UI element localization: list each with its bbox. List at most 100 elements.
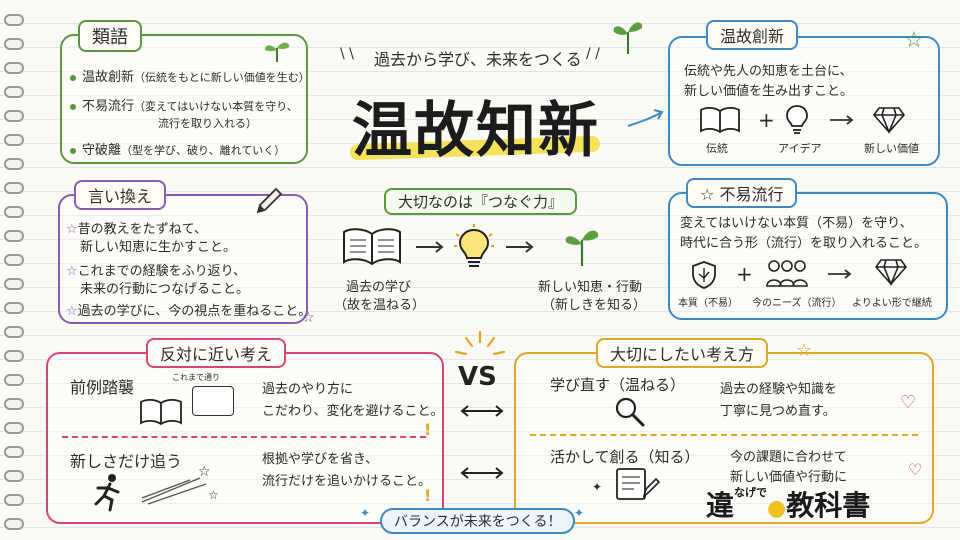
plus-icon: + — [758, 108, 775, 132]
arrow-right-icon — [830, 115, 854, 125]
running-person-icon — [94, 474, 120, 512]
past-label-sub: （故を温ねる） — [334, 298, 426, 313]
star-icon: ☆ — [302, 310, 315, 326]
opposite-panel — [46, 352, 444, 524]
fueki-panel — [668, 192, 948, 320]
arrow-to-panel-icon — [627, 109, 664, 127]
label-idea: アイデア — [778, 142, 822, 155]
lightbulb-icon — [454, 224, 494, 267]
heart-icon: ♡ — [908, 460, 923, 479]
tagline: 過去から学び、未来をつくる — [374, 50, 582, 69]
paraphrase-line-3: ☆過去の学びに、今の視点を重ねること。 — [66, 304, 312, 319]
onko-sousin-title: 温故創新 — [706, 20, 799, 50]
important-item-2-title: 活かして創る（知る） — [550, 448, 700, 466]
speech-bubble-text: これまで通り — [172, 373, 220, 382]
important-title: 大切にしたい考え方 — [596, 338, 769, 368]
vs-rays-icon — [454, 330, 506, 356]
opposite-item-1-desc-1: 過去のやり方に — [262, 382, 354, 397]
synonym-item-3: 守破離（型を学び、破り、離れていく） — [70, 139, 285, 158]
star-icon: ☆ — [904, 28, 924, 53]
sparkle-icon: ✦ — [592, 480, 603, 494]
important-item-1-desc-2: 丁寧に見つめ直す。 — [720, 404, 836, 419]
paraphrase-panel — [58, 194, 308, 324]
open-book-icon — [140, 398, 182, 426]
label-tradition: 伝統 — [706, 142, 728, 155]
exclamation-icon: ! — [424, 486, 432, 505]
label-new-value: 新しい価値 — [864, 142, 919, 155]
sprout-icon — [613, 22, 643, 54]
label-needs: 今のニーズ（流行） — [752, 298, 842, 309]
diamond-icon — [874, 259, 908, 287]
synonym-item-2-note: 流行を取り入れる） — [158, 117, 257, 130]
synonyms-title: 類語 — [78, 20, 142, 52]
sparkle-icon: ✦ — [574, 506, 585, 520]
future-label: 新しい知恵・行動 — [538, 280, 643, 295]
motion-lines-icon — [141, 477, 207, 505]
book-icon — [700, 106, 740, 134]
logo-part-2: なげで — [734, 486, 768, 499]
paraphrase-line-1: ☆昔の教えをたずねて、 — [66, 222, 208, 237]
lightbulb-icon — [786, 105, 808, 134]
arrow-right-icon — [506, 241, 534, 253]
star-icon: ☆ — [700, 185, 720, 204]
synonym-item-2: 不易流行（変えてはいけない本質を守り、 — [70, 95, 298, 114]
logo-part-3: 教科書 — [786, 489, 871, 522]
footer-banner: バランスが未来をつくる！ — [380, 508, 576, 534]
speech-bubble-icon — [192, 386, 234, 416]
fueki-desc-1: 変えてはいけない本質（不易）を守り、 — [680, 216, 913, 231]
important-item-2-desc-2: 新しい価値や行動に — [730, 470, 848, 485]
sparkle-icon: ✦ — [360, 506, 371, 520]
future-label-sub: （新しきを知る） — [542, 298, 647, 313]
paraphrase-line-2: ☆これまでの経験をふり返り、 — [66, 264, 247, 279]
paraphrase-line-2b: 未来の行動につなげること。 — [80, 282, 250, 297]
divider — [62, 436, 426, 438]
label-essence: 本質（不易） — [678, 298, 738, 309]
sprout-icon — [264, 42, 290, 62]
important-item-2-desc-1: 今の課題に合わせて — [730, 450, 848, 465]
people-icon — [766, 260, 808, 287]
arrow-right-icon — [828, 269, 852, 279]
important-panel — [514, 352, 934, 524]
important-item-1-desc-1: 過去の経験や知識を — [720, 382, 838, 397]
divider — [530, 434, 918, 436]
onko-sousin-desc-2: 新しい価値を生み出すこと。 — [684, 84, 854, 99]
onko-sousin-desc-1: 伝統や先人の知恵を土台に、 — [684, 64, 853, 79]
vs-label: VS — [458, 362, 497, 392]
tagline-accent: \ \ — [340, 46, 354, 62]
onko-sousin-panel — [668, 36, 940, 166]
notebook-rings — [4, 0, 26, 540]
sprout-icon — [565, 230, 599, 266]
star-icon: ☆ — [208, 488, 219, 502]
plus-icon: + — [736, 262, 753, 286]
notebook-pen-icon — [616, 468, 661, 500]
pencil-icon — [256, 187, 283, 214]
star-icon: ☆ — [198, 464, 211, 480]
synonym-item-1: 温故創新（伝統をもとに新しい価値を生む） — [70, 66, 310, 85]
arrow-right-icon — [416, 241, 444, 253]
exclamation-icon: ! — [424, 420, 432, 439]
important-item-1-title: 学び直す（温ねる） — [550, 376, 686, 394]
magnifier-icon — [615, 397, 645, 427]
past-label: 過去の学び — [346, 280, 412, 295]
fueki-desc-2: 時代に合う形（流行）を取り入れること。 — [680, 236, 928, 251]
lightbulb-icon: ● — [767, 496, 787, 521]
label-continue: よりよい形で継続 — [852, 298, 932, 309]
logo-part-1: 違 — [706, 489, 735, 522]
opposite-item-2-desc-1: 根拠や学びを省き、 — [262, 452, 379, 467]
synonyms-panel — [60, 34, 308, 164]
opposite-item-1-desc-2: こだわり、変化を避けること。 — [262, 404, 444, 419]
star-icon: ☆ — [796, 340, 813, 361]
opposite-title: 反対に近い考え — [146, 338, 287, 368]
heart-icon: ♡ — [900, 392, 917, 413]
paraphrase-line-1b: 新しい知恵に生かすこと。 — [80, 240, 237, 255]
double-arrow-icon — [460, 405, 504, 417]
opposite-item-2-desc-2: 流行だけを追いかけること。 — [262, 474, 432, 489]
shield-icon — [692, 261, 716, 289]
diamond-icon — [872, 107, 906, 135]
open-book-icon — [343, 228, 401, 266]
opposite-item-1-title: 前例踏襲 — [70, 378, 135, 397]
fueki-title: ☆ 不易流行 — [686, 178, 798, 208]
paraphrase-title: 言い換え — [74, 180, 167, 210]
center-banner: 大切なのは『つなぐ力』 — [384, 188, 578, 215]
double-arrow-icon — [460, 467, 504, 479]
